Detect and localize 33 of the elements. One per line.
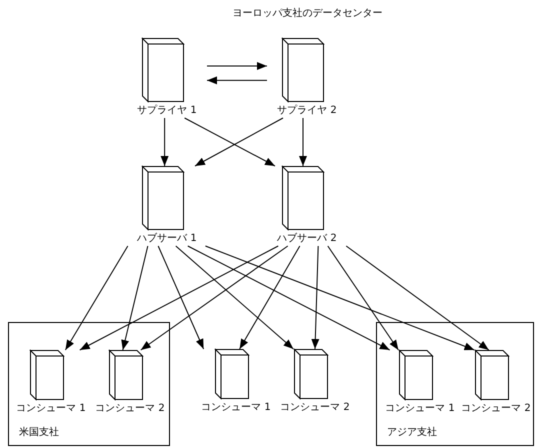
arrow bbox=[79, 246, 279, 350]
arrow bbox=[311, 246, 320, 350]
region-label: アジア支社 bbox=[387, 427, 437, 439]
arrow bbox=[160, 118, 169, 166]
region-label: 米国支社 bbox=[19, 427, 59, 439]
server-label: コンシューマ 1 bbox=[15, 403, 87, 415]
arrow bbox=[327, 246, 399, 350]
arrow bbox=[194, 118, 284, 166]
region-box bbox=[8, 322, 170, 446]
arrow bbox=[64, 246, 128, 350]
arrow bbox=[346, 246, 490, 350]
arrow bbox=[121, 246, 148, 350]
server-label: コンシューマ 1 bbox=[200, 402, 272, 414]
region-box bbox=[376, 322, 534, 446]
arrow bbox=[206, 76, 268, 84]
server-label: サプライヤ 2 bbox=[276, 105, 338, 117]
arrow bbox=[175, 246, 294, 350]
arrow bbox=[204, 246, 475, 350]
diagram-title: ヨーロッパ支社のデータセンター bbox=[232, 6, 384, 20]
server-label: コンシューマ 2 bbox=[460, 403, 532, 415]
server-label: コンシューマ 2 bbox=[94, 403, 166, 415]
arrow bbox=[184, 118, 276, 166]
server-label: サプライヤ 1 bbox=[136, 105, 198, 117]
arrow bbox=[239, 246, 300, 350]
arrow bbox=[299, 118, 307, 166]
server-label: コンシューマ 1 bbox=[384, 403, 456, 415]
arrow bbox=[187, 246, 390, 350]
arrow bbox=[158, 246, 204, 350]
server-label: コンシューマ 2 bbox=[279, 402, 351, 414]
arrow bbox=[206, 62, 268, 70]
server-label: ハブサーバ 2 bbox=[276, 233, 338, 245]
arrow bbox=[140, 246, 288, 350]
server-label: ハブサーバ 1 bbox=[136, 233, 198, 245]
